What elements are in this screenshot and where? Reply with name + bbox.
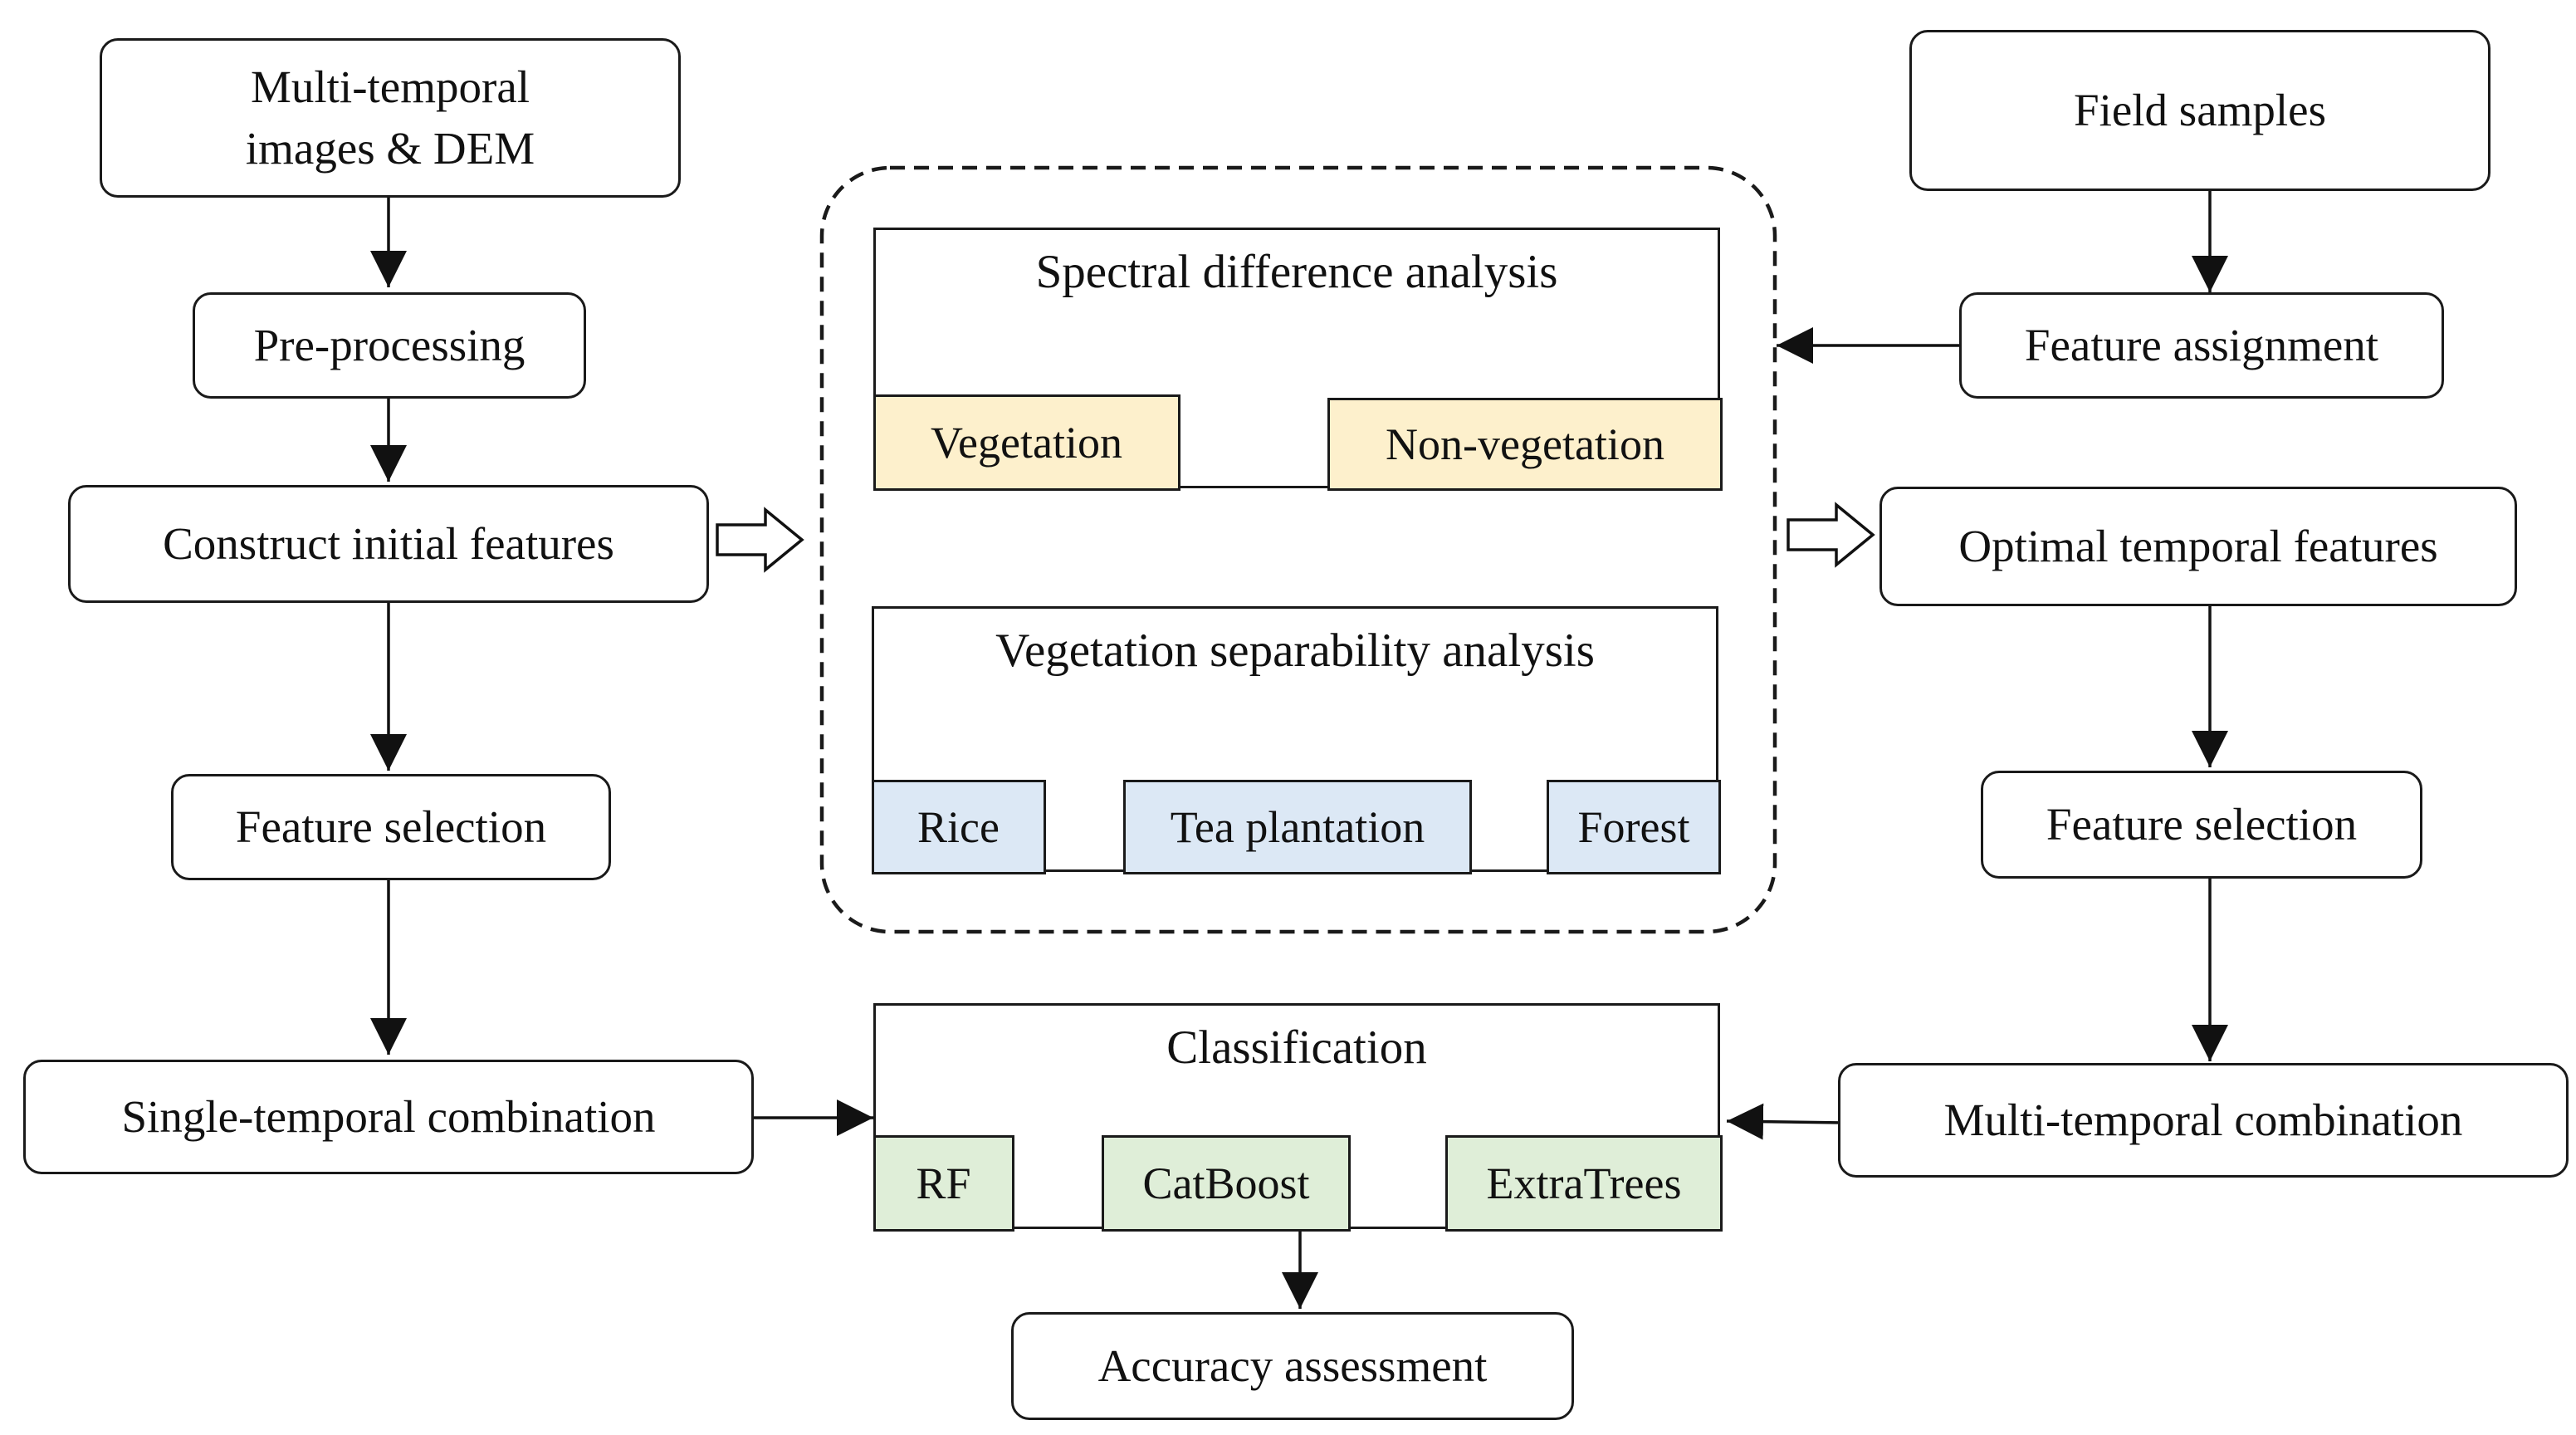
vegetation-separability-panel: Vegetation separability analysis Rice Te… xyxy=(871,606,1721,874)
field-samples-box: Field samples xyxy=(1909,30,2490,191)
vegetation-separability-title: Vegetation separability analysis xyxy=(995,624,1595,677)
forest-chip: Forest xyxy=(1547,780,1721,874)
accuracy-assessment-box: Accuracy assessment xyxy=(1011,1312,1574,1420)
feature-selection-right-label: Feature selection xyxy=(2046,798,2358,850)
multi-temporal-combination-box: Multi-temporal combination xyxy=(1838,1063,2569,1178)
multi-temporal-images-box: Multi-temporal images & DEM xyxy=(100,38,681,198)
non-vegetation-chip: Non-vegetation xyxy=(1327,398,1723,491)
construct-initial-features-box: Construct initial features xyxy=(68,485,709,603)
tea-plantation-chip: Tea plantation xyxy=(1123,780,1472,874)
optimal-temporal-features-box: Optimal temporal features xyxy=(1879,487,2517,606)
arrow-multi-temporal-to-classification xyxy=(1726,1103,1845,1140)
multi-temporal-combination-label: Multi-temporal combination xyxy=(1943,1094,2463,1145)
preprocessing-box: Pre-processing xyxy=(193,292,586,399)
analysis-group-frame xyxy=(819,165,1777,934)
optimal-temporal-features-label: Optimal temporal features xyxy=(1958,520,2438,571)
feature-selection-left-box: Feature selection xyxy=(171,774,611,880)
spectral-difference-title: Spectral difference analysis xyxy=(1035,246,1558,298)
classification-panel: Classification RF CatBoost ExtraTrees xyxy=(873,1003,1723,1232)
feature-assignment-box: Feature assignment xyxy=(1959,292,2444,399)
single-temporal-combination-label: Single-temporal combination xyxy=(121,1090,656,1142)
accuracy-assessment-label: Accuracy assessment xyxy=(1097,1339,1488,1391)
vegetation-chip: Vegetation xyxy=(873,394,1180,491)
rf-chip: RF xyxy=(873,1135,1014,1232)
catboost-chip: CatBoost xyxy=(1102,1135,1351,1232)
hollow-arrow-construct-to-analysis xyxy=(716,507,804,573)
hollow-arrow-analysis-to-optimal xyxy=(1787,502,1875,568)
classification-title: Classification xyxy=(1166,1021,1427,1074)
feature-selection-right-box: Feature selection xyxy=(1981,771,2422,879)
construct-initial-features-label: Construct initial features xyxy=(163,517,614,569)
multi-temporal-images-label: Multi-temporal images & DEM xyxy=(245,61,535,174)
spectral-difference-panel: Spectral difference analysis Vegetation … xyxy=(873,228,1723,491)
preprocessing-label: Pre-processing xyxy=(253,319,525,370)
extratrees-chip: ExtraTrees xyxy=(1445,1135,1723,1232)
feature-selection-left-label: Feature selection xyxy=(235,801,547,852)
single-temporal-combination-box: Single-temporal combination xyxy=(23,1060,754,1174)
rice-chip: Rice xyxy=(871,780,1046,874)
feature-assignment-label: Feature assignment xyxy=(2024,319,2379,370)
field-samples-label: Field samples xyxy=(2073,84,2326,135)
